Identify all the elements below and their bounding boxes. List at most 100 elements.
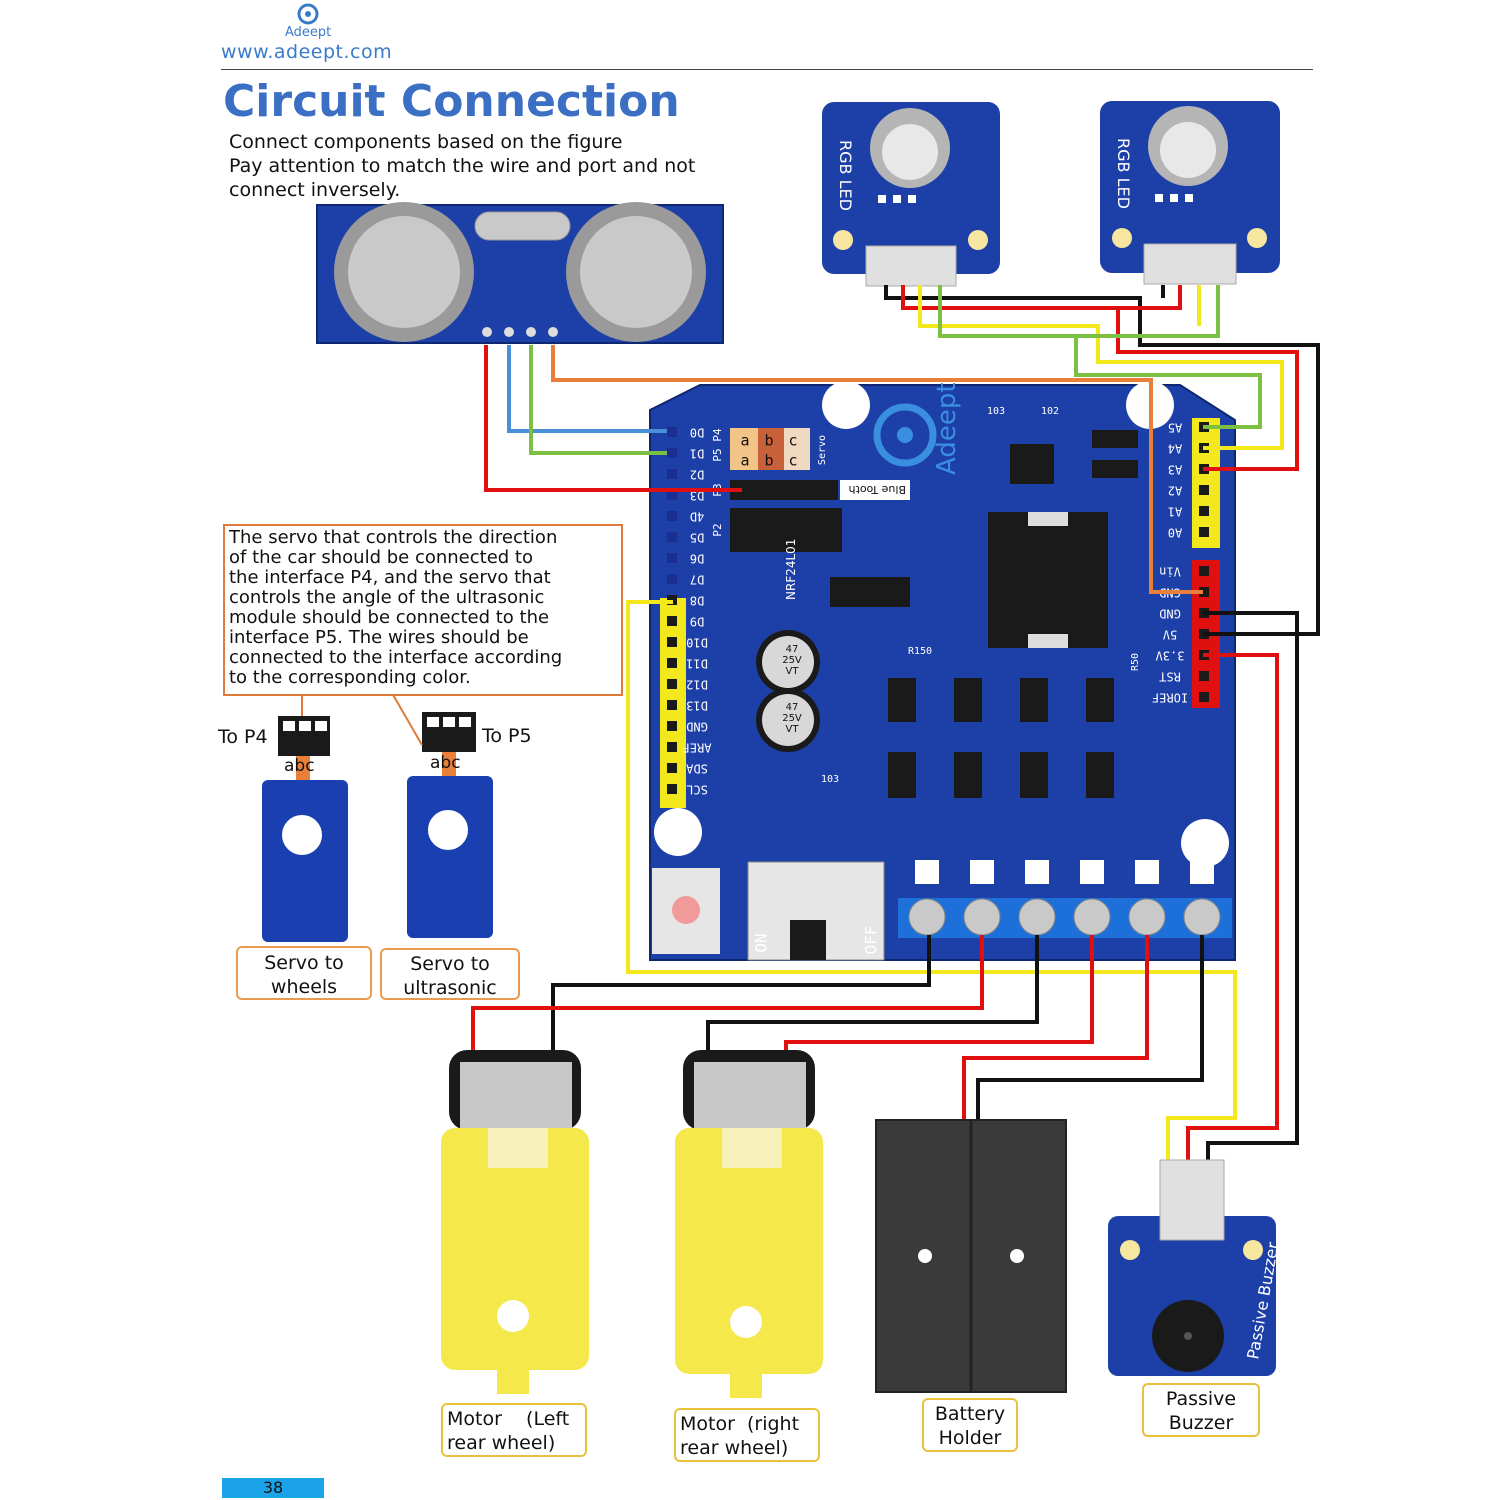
analog-pin-label: A0 <box>1168 526 1182 540</box>
rgb-led-label: RGB LED <box>1114 138 1133 209</box>
logo-text: Adeept <box>285 25 332 40</box>
capacitor-label: VT <box>786 724 800 735</box>
passive-buzzer-module: Passive Buzzer <box>1108 1159 1283 1376</box>
p4-pin-letter: a <box>740 432 749 450</box>
analog-pin <box>1199 506 1209 516</box>
capacitor-label: 47 <box>786 702 799 713</box>
analog-pin-label: A1 <box>1168 505 1182 519</box>
analog-pin-label: A4 <box>1168 442 1182 456</box>
motor-right-label: Motor (right rear wheel) <box>674 1408 820 1462</box>
header-label: P4 <box>711 428 724 442</box>
digital-pin-label: D7 <box>690 573 704 587</box>
power-pin <box>1199 692 1209 702</box>
power-pin-label: RST <box>1159 670 1181 684</box>
digital-pin <box>667 511 677 521</box>
header-label: P5 <box>711 448 724 461</box>
website-url[interactable]: www.adeept.com <box>221 41 393 63</box>
analog-pin-label: A5 <box>1168 421 1182 435</box>
digital-pin <box>667 448 677 458</box>
digital-pin-label: D8 <box>690 594 704 608</box>
digital-pin-label: D12 <box>686 678 708 692</box>
digital-pin <box>667 427 677 437</box>
note-line: module should be connected to the <box>229 607 550 628</box>
power-pin-label: 3.3V <box>1156 649 1185 663</box>
digital-pin-label: D5 <box>690 531 704 545</box>
note-line: The servo that controls the direction <box>229 527 558 548</box>
header-divider <box>221 69 1313 70</box>
resistor-label: 103 <box>987 406 1005 417</box>
power-pin-label: 5V <box>1163 628 1177 642</box>
digital-pin-label: D2 <box>690 468 704 482</box>
digital-pin-label: D9 <box>690 615 704 629</box>
digital-pin-label: D13 <box>686 699 708 713</box>
terminal-label: Vcc <box>1140 863 1153 883</box>
ultrasonic-module <box>316 202 724 344</box>
terminal-label: A <box>1085 869 1098 876</box>
digital-pin <box>667 532 677 542</box>
digital-pin <box>667 574 677 584</box>
bluetooth-label: Blue Tooth <box>849 483 906 496</box>
passive-buzzer-label: Passive Buzzer <box>1142 1383 1260 1437</box>
intro-line: connect inversely. <box>229 179 401 201</box>
digital-pin <box>667 637 677 647</box>
power-pin <box>1199 566 1209 576</box>
note-line: controls the angle of the ultrasonic <box>229 587 545 608</box>
digital-pin <box>667 658 677 668</box>
digital-pin-label: D11 <box>686 657 708 671</box>
power-pin <box>1199 587 1209 597</box>
servo-ultrasonic <box>407 712 493 938</box>
servo-wheels <box>262 716 348 942</box>
p5-pin-letter: b <box>764 452 773 470</box>
digital-pin <box>667 721 677 731</box>
analog-pin <box>1199 527 1209 537</box>
terminal-label: Gnd <box>1195 863 1208 883</box>
to-p5-label: To P5 <box>482 725 532 747</box>
intro-text: Connect components based on the figure P… <box>229 130 695 202</box>
digital-pin-label: SDA <box>685 762 707 776</box>
terminal-label: B <box>975 869 988 876</box>
resistor-label: R50 <box>1130 653 1141 671</box>
resistor-label: 102 <box>1041 406 1059 417</box>
power-pin <box>1199 671 1209 681</box>
servo-header-label: Servo <box>817 435 828 465</box>
capacitor-label: 25V <box>782 713 802 724</box>
header-label: P2 <box>711 523 724 536</box>
capacitor-label: VT <box>786 666 800 677</box>
wires <box>471 285 1320 1160</box>
capacitor-label: 25V <box>782 655 802 666</box>
p5-pin-letter: c <box>788 452 797 470</box>
note-line: the interface P4, and the servo that <box>229 567 551 588</box>
p4-pin-letter: b <box>764 432 773 450</box>
analog-pin <box>1199 485 1209 495</box>
terminal-label: A- <box>1030 866 1043 879</box>
digital-pin-label: D10 <box>686 636 708 650</box>
digital-pin-label: GND <box>686 720 708 734</box>
p4-pin-letter: c <box>788 432 797 450</box>
abc-label: abc <box>430 753 461 773</box>
analog-pin-label: A2 <box>1168 484 1182 498</box>
note-line: connected to the interface according <box>229 647 563 668</box>
digital-pin <box>667 679 677 689</box>
terminal-label: B- <box>920 866 933 879</box>
digital-pin <box>667 490 677 500</box>
note-line: to the corresponding color. <box>229 667 471 688</box>
power-pin-label: GND <box>1159 607 1181 621</box>
intro-line: Connect components based on the figure <box>229 131 623 153</box>
to-p4-label: To P4 <box>218 726 268 748</box>
digital-pin <box>667 784 677 794</box>
intro-line: Pay attention to match the wire and port… <box>229 155 696 177</box>
motor-left-label: Motor (Left rear wheel) <box>441 1403 587 1457</box>
capacitor-label: 47 <box>786 644 799 655</box>
digital-pin-label: AREF <box>683 741 712 755</box>
switch-on-label: ON <box>752 933 771 952</box>
p5-pin-letter: a <box>740 452 749 470</box>
digital-pin-label: D1 <box>690 447 704 461</box>
digital-pin-label: D0 <box>690 426 704 440</box>
battery-holder-label: Battery Holder <box>922 1398 1018 1452</box>
battery-holder <box>875 1119 1067 1393</box>
digital-pin <box>667 700 677 710</box>
rgb-led-module-2: RGB LED <box>1100 101 1280 285</box>
motor-left <box>441 1050 589 1394</box>
note-line: of the car should be connected to <box>229 547 534 568</box>
